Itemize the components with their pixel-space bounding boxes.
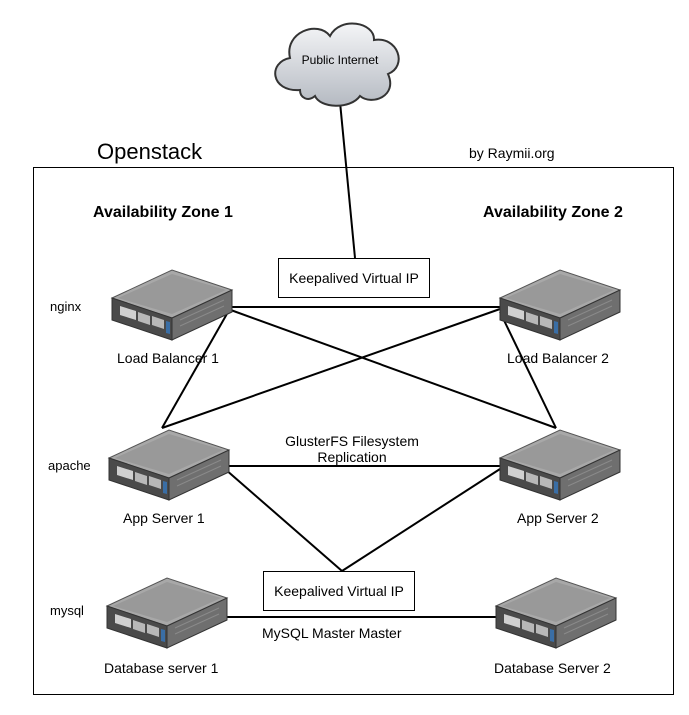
server-icon-db1 bbox=[105, 577, 229, 649]
cloud-label: Public Internet bbox=[301, 53, 379, 67]
lb1-app2-link bbox=[227, 308, 557, 429]
mysql-replication-label: MySQL Master Master bbox=[262, 625, 402, 641]
gluster-label-line1: GlusterFS Filesystem bbox=[285, 433, 419, 449]
zone-1-heading: Availability Zone 1 bbox=[93, 204, 233, 221]
server-label-app2: App Server 2 bbox=[517, 510, 599, 526]
server-icon-db2 bbox=[494, 577, 618, 649]
lb2-app1-link bbox=[161, 308, 501, 429]
role-mysql: mysql bbox=[50, 603, 84, 618]
app1-vip-link bbox=[224, 468, 343, 572]
zone-2-heading: Availability Zone 2 bbox=[483, 204, 623, 221]
openstack-frame bbox=[33, 167, 674, 695]
server-label-db2: Database Server 2 bbox=[494, 660, 611, 676]
lb1-app1-link bbox=[161, 311, 229, 429]
role-apache: apache bbox=[48, 458, 91, 473]
server-icon-app1 bbox=[107, 429, 231, 501]
server-icon-lb1 bbox=[110, 269, 234, 341]
app2-vip-link bbox=[341, 468, 501, 572]
vip-bottom-label: Keepalived Virtual IP bbox=[274, 583, 404, 599]
lb2-app2-link bbox=[499, 311, 557, 429]
vip-top-box: Keepalived Virtual IP bbox=[278, 258, 430, 298]
gluster-label: GlusterFS Filesystem Replication bbox=[274, 433, 430, 465]
role-nginx: nginx bbox=[50, 299, 82, 314]
gluster-label-line2: Replication bbox=[317, 449, 387, 465]
server-label-app1: App Server 1 bbox=[123, 510, 205, 526]
vip-bottom-box: Keepalived Virtual IP bbox=[263, 571, 415, 611]
server-label-lb2: Load Balancer 2 bbox=[507, 350, 609, 366]
internet-link bbox=[339, 101, 356, 259]
vip-top-label: Keepalived Virtual IP bbox=[289, 270, 419, 286]
credit-label: by Raymii.org bbox=[469, 145, 555, 161]
server-label-lb1: Load Balancer 1 bbox=[117, 350, 219, 366]
page-title: Openstack bbox=[97, 139, 203, 164]
server-icon-app2 bbox=[498, 429, 622, 501]
server-label-db1: Database server 1 bbox=[104, 660, 219, 676]
server-icon-lb2 bbox=[498, 269, 622, 341]
